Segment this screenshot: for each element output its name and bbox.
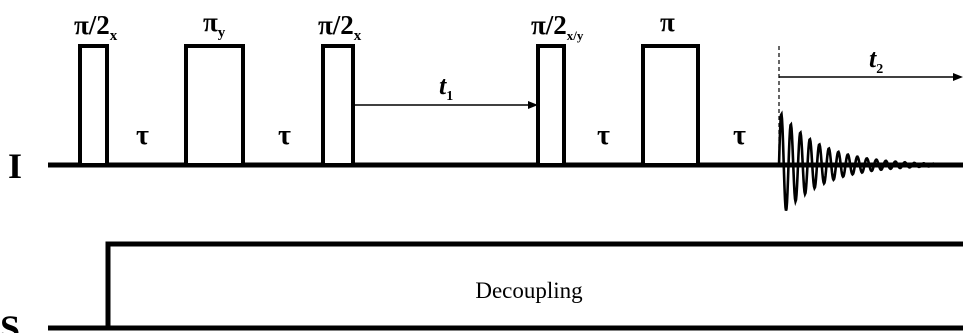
pulse-3-label: π/2x	[318, 10, 362, 44]
pulse-2-label: πy	[203, 7, 226, 41]
delay-tau-4: τ	[733, 120, 746, 151]
decoupling-block	[105, 241, 963, 328]
pulse-4-label: π/2x/y	[531, 10, 584, 43]
delay-tau-3: τ	[597, 120, 610, 151]
t2-label: t2	[869, 44, 883, 77]
delay-tau-1: τ	[136, 120, 149, 151]
fid-signal	[777, 110, 951, 211]
t1-label: t1	[439, 71, 453, 104]
channel-label-i: I	[8, 146, 22, 186]
pulse-1-rect	[78, 44, 109, 167]
t1-arrow-head	[528, 101, 538, 109]
decoupling-label: Decoupling	[475, 278, 583, 303]
pulse-5-label: π	[660, 7, 675, 37]
delay-tau-2: τ	[278, 120, 291, 151]
pulse-1-label: π/2x	[74, 10, 118, 44]
pulse-2-rect	[184, 44, 245, 167]
pulse-3-rect	[321, 44, 355, 167]
pulse-4-rect	[536, 44, 566, 167]
channel-label-s: S	[0, 308, 20, 333]
pulse-5-rect	[641, 44, 700, 167]
t2-arrow-head	[953, 73, 963, 81]
